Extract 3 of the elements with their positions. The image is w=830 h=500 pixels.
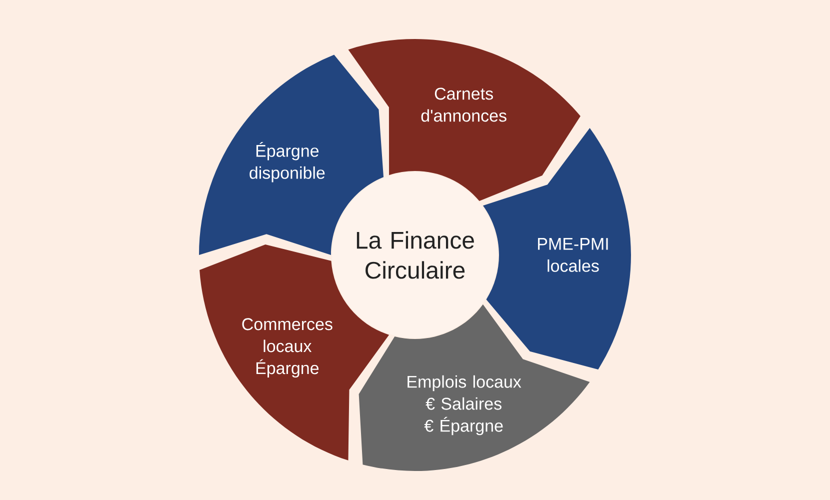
chevron-segment: PME-PMI locales (482, 128, 631, 370)
chevron-segment: Emplois locaux € Salaires € Épargne (358, 304, 590, 471)
chevron-segment: Carnets d'annonces (348, 39, 580, 201)
